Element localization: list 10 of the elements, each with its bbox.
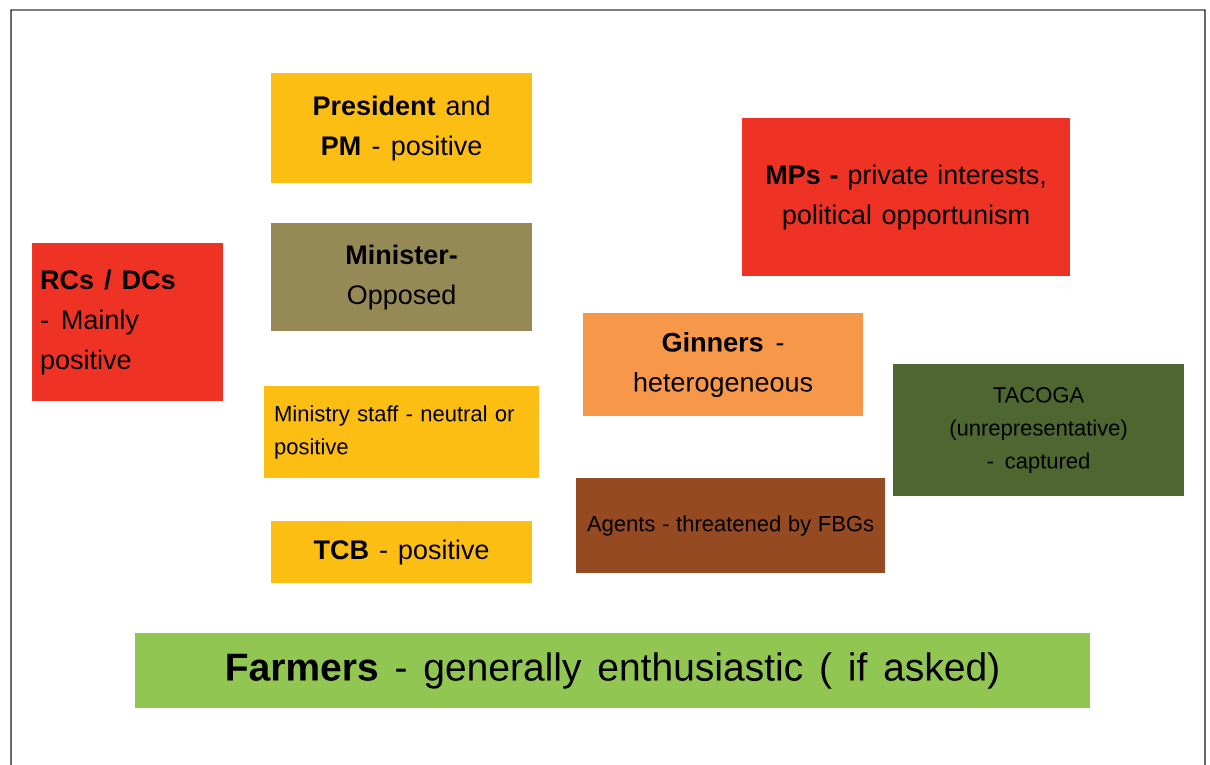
text-box: President and PM - positive <box>271 73 532 183</box>
text-box: RCs / DCs - Mainly positive <box>32 243 223 401</box>
text-box: TCB - positive <box>271 521 532 583</box>
text-box: Ginners - heterogeneous <box>583 313 863 416</box>
text-box: Ministry staff - neutral or positive <box>264 386 539 478</box>
text-box: Minister- Opposed <box>271 223 532 331</box>
text-box: Agents - threatened by FBGs <box>576 478 885 573</box>
text-box: TACOGA (unrepresentative) - captured <box>893 364 1184 496</box>
text-box: Farmers - generally enthusiastic ( if asked) <box>135 633 1090 708</box>
text-box: MPs - private interests, political opportunism <box>742 118 1070 276</box>
